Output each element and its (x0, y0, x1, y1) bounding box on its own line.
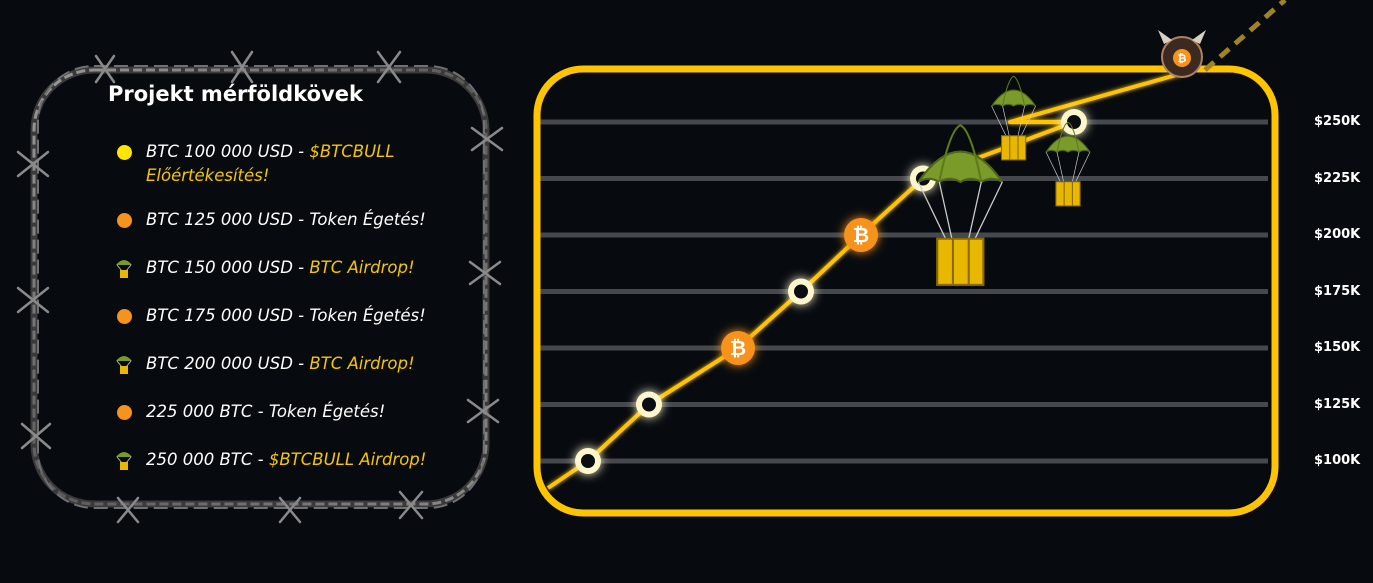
milestones-title: Projekt mérföldkövek (108, 82, 363, 106)
bull-badge-icon: ₿ (1158, 30, 1206, 78)
chart-frame (533, 65, 1279, 517)
milestone-ring-marker (636, 391, 662, 418)
y-tick-label: $250K (1314, 114, 1361, 129)
milestone-text: BTC 100 000 USD - (146, 142, 310, 161)
y-tick-label: $225K (1314, 170, 1361, 186)
y-tick-label: $125K (1314, 396, 1361, 412)
svg-text:₿: ₿ (853, 223, 869, 247)
parachute-crate-icon (114, 256, 134, 280)
projection-dashed-line (1203, 0, 1287, 72)
milestone-highlight: BTC Airdrop! (309, 258, 415, 277)
milestone-text: BTC 125 000 USD - Token Égetés! (146, 210, 426, 229)
milestone-text: BTC 175 000 USD - Token Égetés! (146, 306, 426, 325)
price-line (546, 69, 1191, 490)
milestone-text: 250 000 BTC - (146, 450, 269, 469)
milestone-ring-marker (575, 448, 601, 474)
parachute-crate-icon (114, 448, 134, 472)
milestone-text: BTC 200 000 USD - (146, 354, 310, 373)
bitcoin-marker-icon: ₿ (844, 218, 878, 252)
y-tick-label: $100K (1314, 453, 1361, 468)
orange-dot-icon (114, 304, 134, 328)
milestone-item: BTC 175 000 USD - Token Égetés! (114, 304, 476, 328)
milestone-item: 225 000 BTC - Token Égetés! (114, 400, 476, 424)
yellow-dot-icon (114, 140, 134, 164)
orange-dot-icon (114, 208, 134, 232)
bitcoin-marker-icon: ₿ (721, 331, 755, 365)
milestone-item: BTC 150 000 USD - BTC Airdrop! (114, 256, 476, 280)
milestone-item: 250 000 BTC - $BTCBULL Airdrop! (114, 448, 476, 472)
milestones-panel: Projekt mérföldkövek BTC 100 000 USD - $… (16, 50, 504, 524)
milestone-item: BTC 200 000 USD - BTC Airdrop! (114, 352, 476, 376)
parachute-crate-icon (1045, 121, 1091, 207)
milestone-highlight: $BTCBULL Előértékesítés! (146, 142, 395, 185)
orange-dot-icon (114, 400, 134, 424)
parachute-crate-icon (991, 75, 1037, 161)
milestone-text: BTC 150 000 USD - (146, 258, 310, 277)
milestone-item: BTC 125 000 USD - Token Égetés! (114, 208, 476, 232)
y-tick-label: $200K (1314, 227, 1361, 242)
svg-text:₿: ₿ (730, 336, 746, 360)
milestone-ring-marker (1061, 109, 1087, 135)
milestone-item: BTC 100 000 USD - $BTCBULL Előértékesíté… (114, 140, 476, 188)
svg-text:₿: ₿ (1178, 52, 1187, 65)
milestone-highlight: BTC Airdrop! (309, 354, 415, 373)
y-tick-label: $150K (1314, 340, 1361, 355)
y-tick-label: $175K (1314, 283, 1361, 299)
milestone-text: 225 000 BTC - Token Égetés! (146, 402, 386, 421)
parachute-crate-icon (114, 352, 134, 376)
milestone-ring-marker (788, 278, 814, 305)
parachute-crate-icon (917, 124, 1004, 286)
barbed-wire-frame-icon (16, 50, 504, 524)
milestone-highlight: $BTCBULL Airdrop! (268, 450, 427, 469)
